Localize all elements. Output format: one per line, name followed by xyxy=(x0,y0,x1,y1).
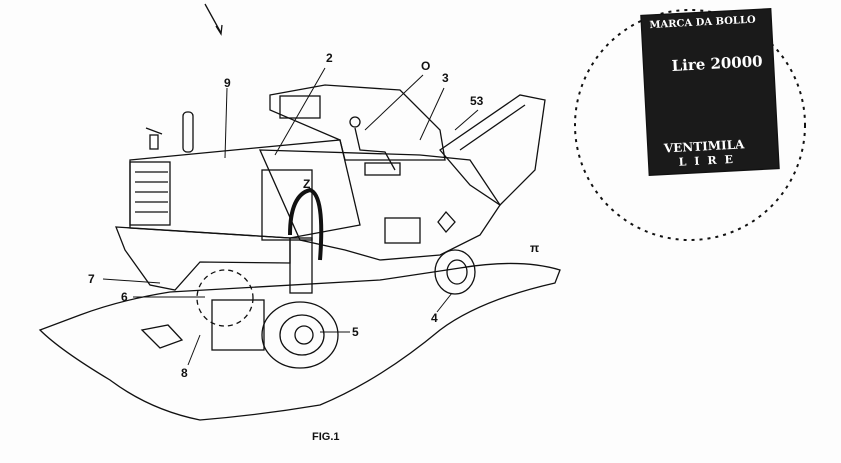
hose xyxy=(290,190,321,260)
front-wheel xyxy=(435,250,475,294)
label-5: 5 xyxy=(352,326,359,338)
operator-figure xyxy=(350,117,400,175)
label-8: 8 xyxy=(181,367,188,379)
direction-arrow xyxy=(205,4,222,34)
cab-window xyxy=(280,96,320,118)
label-7: 7 xyxy=(88,273,95,285)
label-9: 9 xyxy=(224,77,231,89)
stamp-value: Lire 20000 xyxy=(671,54,763,74)
conveyor xyxy=(440,95,545,205)
figure-caption: FIG.1 xyxy=(312,432,340,443)
label-4: 4 xyxy=(431,312,438,324)
access-panel xyxy=(385,218,420,243)
stamp-text: MARCA DA BOLLO Lire 20000 VENTIMILA LIRE xyxy=(641,9,779,176)
label-O: O xyxy=(421,60,430,72)
rear-wheel xyxy=(262,302,338,368)
beacon-light xyxy=(146,128,162,149)
ground-surface xyxy=(40,263,560,420)
stamp-footer-bottom: LIRE xyxy=(678,153,741,167)
label-2: 2 xyxy=(326,52,333,64)
body-emblem xyxy=(438,212,455,232)
exhaust-pipe xyxy=(183,112,193,152)
label-Z: Z xyxy=(303,178,310,190)
milling-drum xyxy=(197,270,253,326)
front-step xyxy=(142,325,182,348)
radiator-grille xyxy=(130,162,170,225)
label-6: 6 xyxy=(121,291,128,303)
label-3: 3 xyxy=(442,72,449,84)
engine-hood xyxy=(130,140,360,238)
label-pi: π xyxy=(530,242,539,254)
label-53: 53 xyxy=(470,95,483,107)
stamp-header: MARCA DA BOLLO xyxy=(649,16,756,32)
